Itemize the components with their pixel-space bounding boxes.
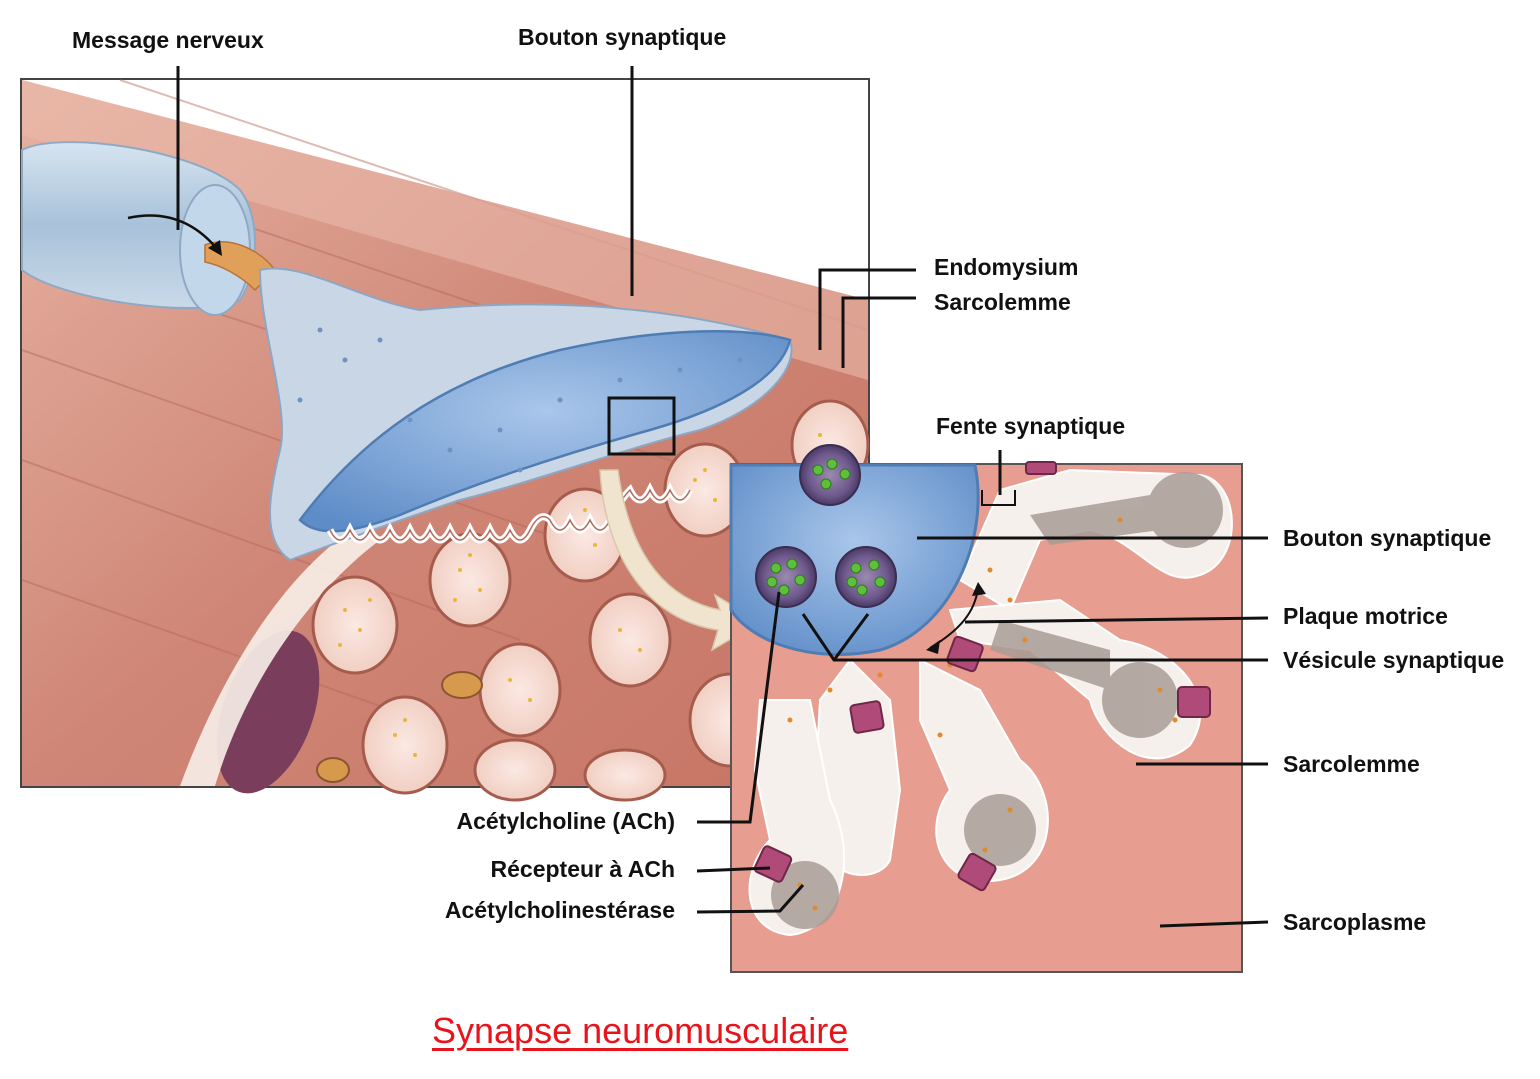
leader-vesicule-b [832, 613, 870, 661]
leader-sarcoplasme [1159, 920, 1269, 928]
page-title: Synapse neuromusculaire [432, 1010, 849, 1051]
label-bouton-synaptique-top: Bouton synaptique [518, 24, 727, 50]
leader-lines [176, 66, 1269, 928]
label-sarcolemme-right: Sarcolemme [1283, 751, 1420, 777]
label-sarcolemme-top: Sarcolemme [934, 289, 1071, 315]
synaptic-vesicles [755, 444, 897, 608]
label-vesicule-synaptique: Vésicule synaptique [1283, 647, 1505, 673]
label-acetylcholine: Acétylcholine (ACh) [456, 808, 675, 834]
zoom-arrow [599, 469, 762, 652]
zoom-inset [729, 444, 1243, 973]
label-endomysium: Endomysium [934, 254, 1079, 280]
zoom-box [607, 396, 676, 456]
label-bouton-synaptique-right: Bouton synaptique [1283, 525, 1492, 551]
leader-sarcolemme-top [841, 296, 916, 368]
presynaptic-terminal [258, 267, 793, 562]
label-message-nerveux: Message nerveux [72, 27, 264, 53]
label-plaque-motrice: Plaque motrice [1283, 603, 1448, 629]
label-acetylcholinesterase: Acétylcholinestérase [444, 897, 675, 923]
leader-endomysium [818, 268, 916, 350]
leader-recepteur [696, 866, 771, 873]
leader-acetylcholine [697, 591, 781, 824]
axon [21, 141, 276, 316]
leader-plaque [964, 616, 1269, 624]
ach-receptors [753, 461, 1211, 892]
leader-acetylcholinesterase [696, 884, 805, 914]
label-sarcoplasme: Sarcoplasme [1283, 909, 1427, 935]
label-recepteur-ach: Récepteur à ACh [490, 856, 675, 882]
label-fente-synaptique: Fente synaptique [936, 413, 1126, 439]
